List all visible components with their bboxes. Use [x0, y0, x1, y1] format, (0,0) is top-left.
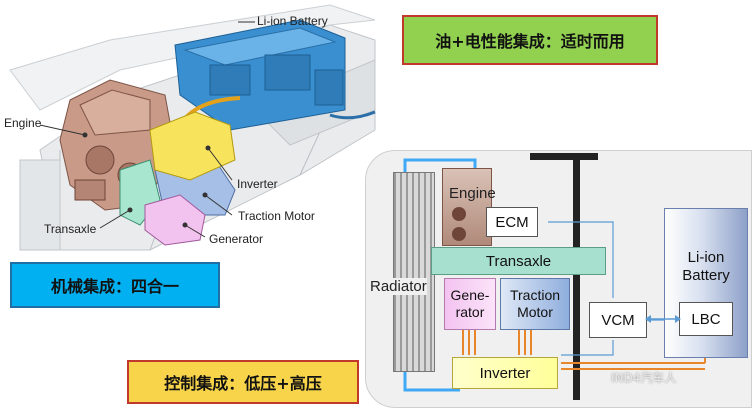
caption-mechanical-integration: 机械集成：四合一: [10, 262, 220, 308]
engine-block: [442, 168, 492, 246]
transaxle-label: Transaxle: [44, 222, 97, 236]
transaxle-box: Transaxle: [431, 247, 606, 275]
engine-cylinder: [452, 227, 466, 241]
lbc-box: LBC: [679, 302, 733, 336]
engine-block-label: Engine: [449, 185, 496, 202]
traction-motor-label: Traction Motor: [238, 209, 315, 223]
ecm-box: ECM: [486, 207, 538, 237]
inverter-label: Inverter: [237, 177, 278, 191]
engine-label: Engine: [4, 116, 42, 130]
radiator-block: [393, 172, 435, 372]
watermark: IND4汽车人: [611, 371, 677, 385]
powertrain-illustration: [9, 4, 376, 251]
caption-control-integration: 控制集成：低压+高压: [127, 360, 359, 404]
generator-part: [144, 194, 206, 246]
generator-label: Generator: [209, 232, 264, 246]
vcm-lbc-link: [645, 315, 681, 323]
generator-box: Gene- rator: [444, 278, 496, 330]
vcm-box: VCM: [589, 302, 647, 338]
li-ion-battery-label: Li-ion Battery: [257, 14, 328, 28]
radiator-label: Radiator: [370, 278, 427, 295]
engine-cylinder: [452, 207, 466, 221]
inverter-part: [149, 111, 236, 181]
inverter-box: Inverter: [452, 357, 558, 389]
caption-performance-integration: 油+电性能集成：适时而用: [402, 15, 658, 65]
traction-motor-box: Traction Motor: [500, 278, 570, 330]
